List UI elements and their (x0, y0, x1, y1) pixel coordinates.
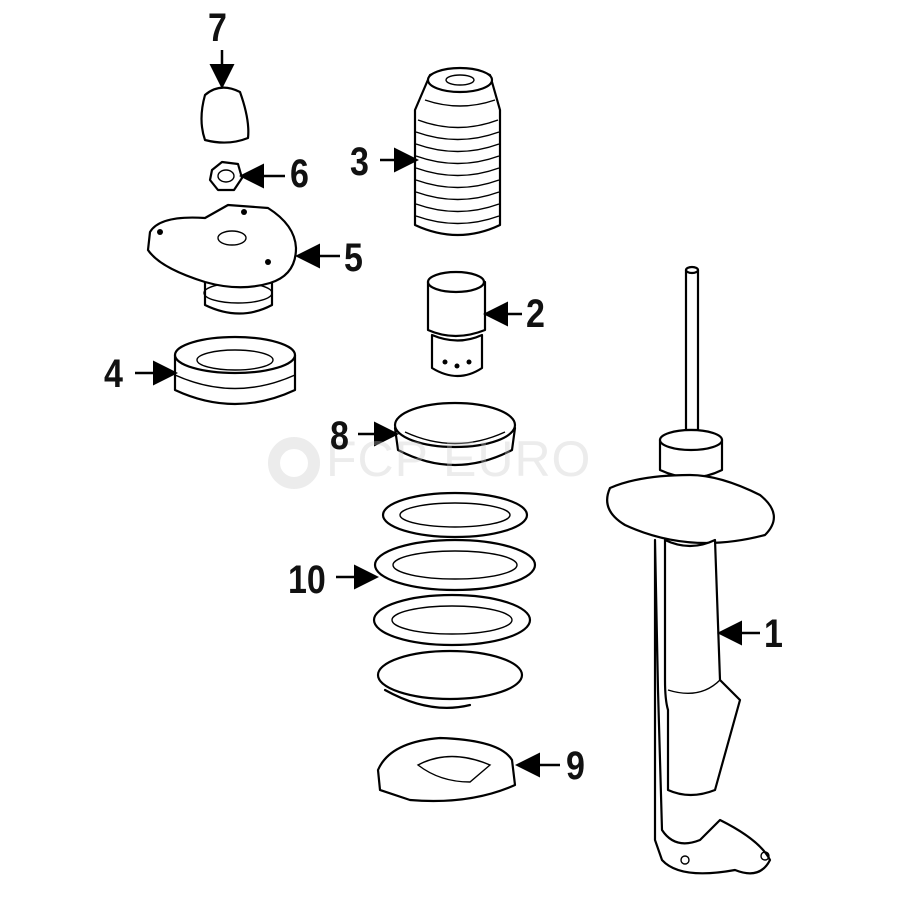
callout-3: 3 (350, 140, 369, 184)
part-10-coil-spring (372, 491, 537, 709)
callout-5: 5 (344, 236, 363, 280)
part-3-dust-boot (413, 66, 502, 237)
part-2-bump-stop (426, 270, 487, 378)
callout-9: 9 (566, 744, 585, 788)
part-9-lower-spring-seat (376, 736, 517, 803)
callout-arrows (135, 50, 760, 778)
part-6-nut (208, 160, 244, 192)
callout-7: 7 (208, 6, 227, 50)
part-8-upper-spring-seat (393, 401, 517, 467)
callout-2: 2 (526, 292, 545, 336)
part-7-cap (200, 86, 250, 144)
part-1-strut-assembly (606, 265, 775, 875)
callout-6: 6 (290, 152, 309, 196)
callout-10: 10 (288, 558, 326, 602)
part-5-strut-mount (146, 203, 298, 315)
part-4-bearing (173, 335, 297, 406)
callout-4: 4 (104, 352, 123, 396)
callout-1: 1 (764, 612, 783, 656)
callout-8: 8 (330, 414, 349, 458)
